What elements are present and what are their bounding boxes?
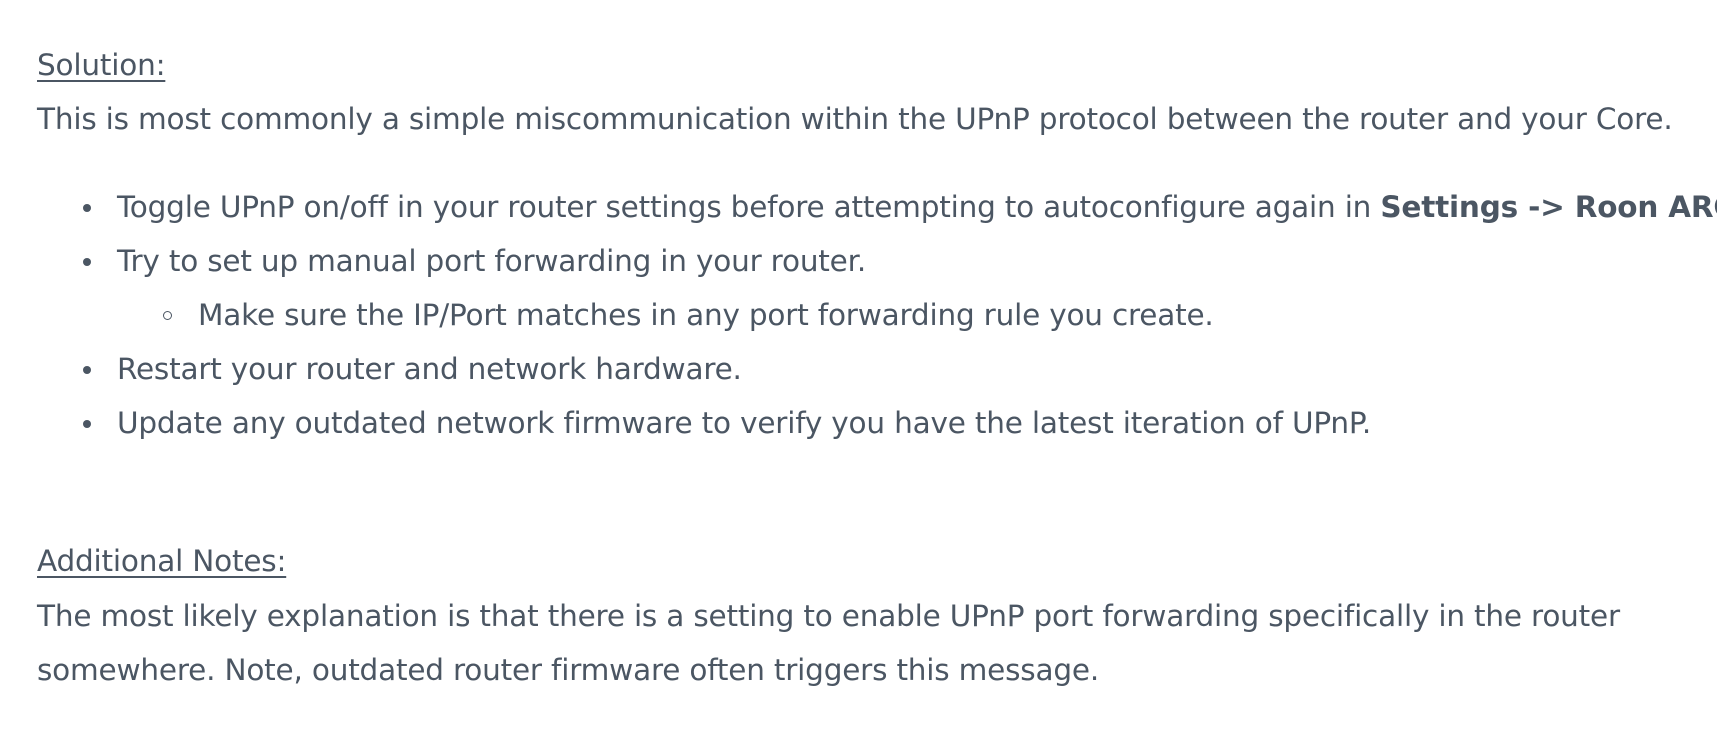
sub-list-item: Make sure the IP/Port matches in any por… — [37, 288, 1717, 342]
settings-path-label: Settings -> Roon ARC. — [1380, 190, 1717, 224]
solution-heading: Solution: — [37, 48, 166, 82]
list-item: Restart your router and network hardware… — [37, 342, 1717, 396]
additional-notes-line-1: The most likely explanation is that ther… — [37, 599, 1620, 633]
list-item: Toggle UPnP on/off in your router settin… — [37, 180, 1717, 234]
additional-notes-line-2: somewhere. Note, outdated router firmwar… — [37, 653, 1100, 687]
step-2-text: Try to set up manual port forwarding in … — [117, 244, 867, 278]
step-1-text: Toggle UPnP on/off in your router settin… — [117, 190, 1381, 224]
list-item: Update any outdated network firmware to … — [37, 396, 1717, 450]
step-2-substep-1-text: Make sure the IP/Port matches in any por… — [198, 298, 1214, 332]
solution-intro: This is most commonly a simple miscommun… — [37, 102, 1673, 136]
step-4-text: Update any outdated network firmware to … — [117, 406, 1372, 440]
step-3-text: Restart your router and network hardware… — [117, 352, 742, 386]
solution-steps-list: Toggle UPnP on/off in your router settin… — [37, 180, 1717, 450]
additional-notes-heading: Additional Notes: — [37, 544, 287, 578]
list-item: Try to set up manual port forwarding in … — [37, 234, 1717, 288]
